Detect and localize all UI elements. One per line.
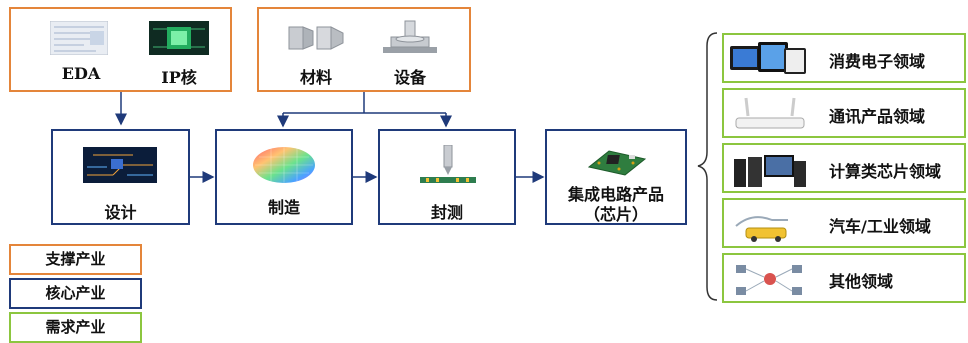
packaging-test-image (416, 144, 480, 191)
vehicles-image (732, 206, 808, 248)
demand-item-3: 计算类芯片领域 (829, 162, 942, 181)
legend-core: 核心产业 (9, 278, 142, 309)
wafer-image (251, 145, 317, 189)
core-ic-product-box: 集成电路产品 （芯片） (545, 129, 687, 225)
legend-support: 支撑产业 (9, 244, 142, 275)
router-image (732, 94, 808, 138)
manufacturing-label: 制造 (267, 198, 300, 217)
materials-label: 材料 (299, 68, 332, 87)
equipment-label: 设备 (393, 68, 426, 87)
circuit-board-image (83, 147, 157, 187)
demand-others (722, 253, 966, 303)
chip-board-image (585, 137, 649, 181)
ic-product-label: 集成电路产品 (567, 185, 664, 204)
legend-demand: 需求产业 (9, 312, 142, 343)
ip-core-chip-image (149, 21, 209, 59)
demand-automotive-industrial (722, 198, 966, 248)
eda-software-image (49, 20, 109, 59)
eda-label: EDA (61, 64, 101, 83)
core-packaging-box: 封测 (378, 129, 516, 225)
design-label: 设计 (104, 203, 137, 222)
demand-consumer-electronics (722, 33, 966, 83)
ip-core-label: IP核 (161, 68, 197, 87)
demand-item-4: 汽车/工业领域 (829, 217, 931, 236)
demand-item-2: 通讯产品领域 (829, 107, 926, 126)
demand-item-1: 消费电子领域 (829, 52, 926, 71)
demand-item-5: 其他领域 (829, 272, 894, 291)
packaging-label: 封测 (430, 203, 463, 222)
demand-communications (722, 88, 966, 138)
tablet-devices-image (728, 40, 808, 82)
computers-image (732, 151, 808, 193)
support-materials-equipment-group: 材料 设备 (257, 7, 471, 92)
core-manufacturing-box: 制造 (215, 129, 353, 225)
support-eda-ip-group: EDA IP核 (9, 7, 232, 92)
materials-image (285, 19, 347, 59)
equipment-image (377, 17, 443, 61)
demand-computing (722, 143, 966, 193)
other-devices-image (732, 261, 808, 303)
core-design-box: 设计 (51, 129, 190, 225)
chip-label: （芯片） (583, 205, 648, 224)
